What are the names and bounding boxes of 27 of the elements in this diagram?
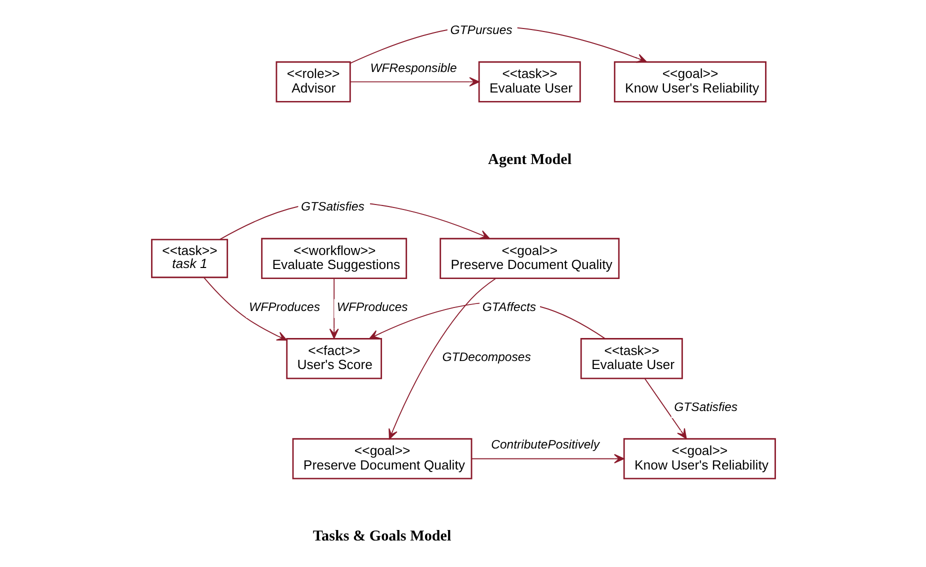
arrow (388, 278, 496, 440)
node-box: <<goal>> Know User's Reliability (622, 438, 776, 480)
arrow (470, 454, 624, 464)
edge-label: GTDecomposes (442, 350, 530, 364)
node-box: <<goal>> Preserve Document Quality (292, 438, 472, 480)
edge-label: GTSatisfies (674, 400, 738, 414)
label: Tasks & Goals Model (312, 528, 451, 545)
node-box: <<fact>> User's Score (286, 338, 382, 380)
arrow (202, 277, 287, 341)
edge-label: WFResponsible (370, 60, 456, 75)
edge-label: GTPursues (450, 23, 512, 38)
edge-label: GTAffects (482, 300, 536, 314)
node-box: <<task>> task 1 (150, 238, 228, 278)
node-box: <<role>> Advisor (275, 61, 350, 102)
arrow (644, 378, 686, 440)
node-box: <<task>> Evaluate User (580, 338, 682, 380)
node-box: <<workflow>> Evaluate Suggestions (260, 238, 407, 280)
node-box: <<goal>> Know User's Reliability (613, 61, 766, 102)
edge-label: WFProduces (248, 300, 320, 314)
edge-label: GTSatisfies (300, 200, 364, 214)
edge-label: ContributePositively (490, 438, 600, 452)
arrow (349, 77, 480, 87)
node-box: <<goal>> Preserve Document Quality (439, 238, 620, 280)
edge-label: WFProduces (336, 300, 408, 314)
node-box: <<task>> Evaluate User (478, 61, 580, 102)
arrow (328, 278, 338, 339)
label: Agent Model (488, 152, 572, 168)
